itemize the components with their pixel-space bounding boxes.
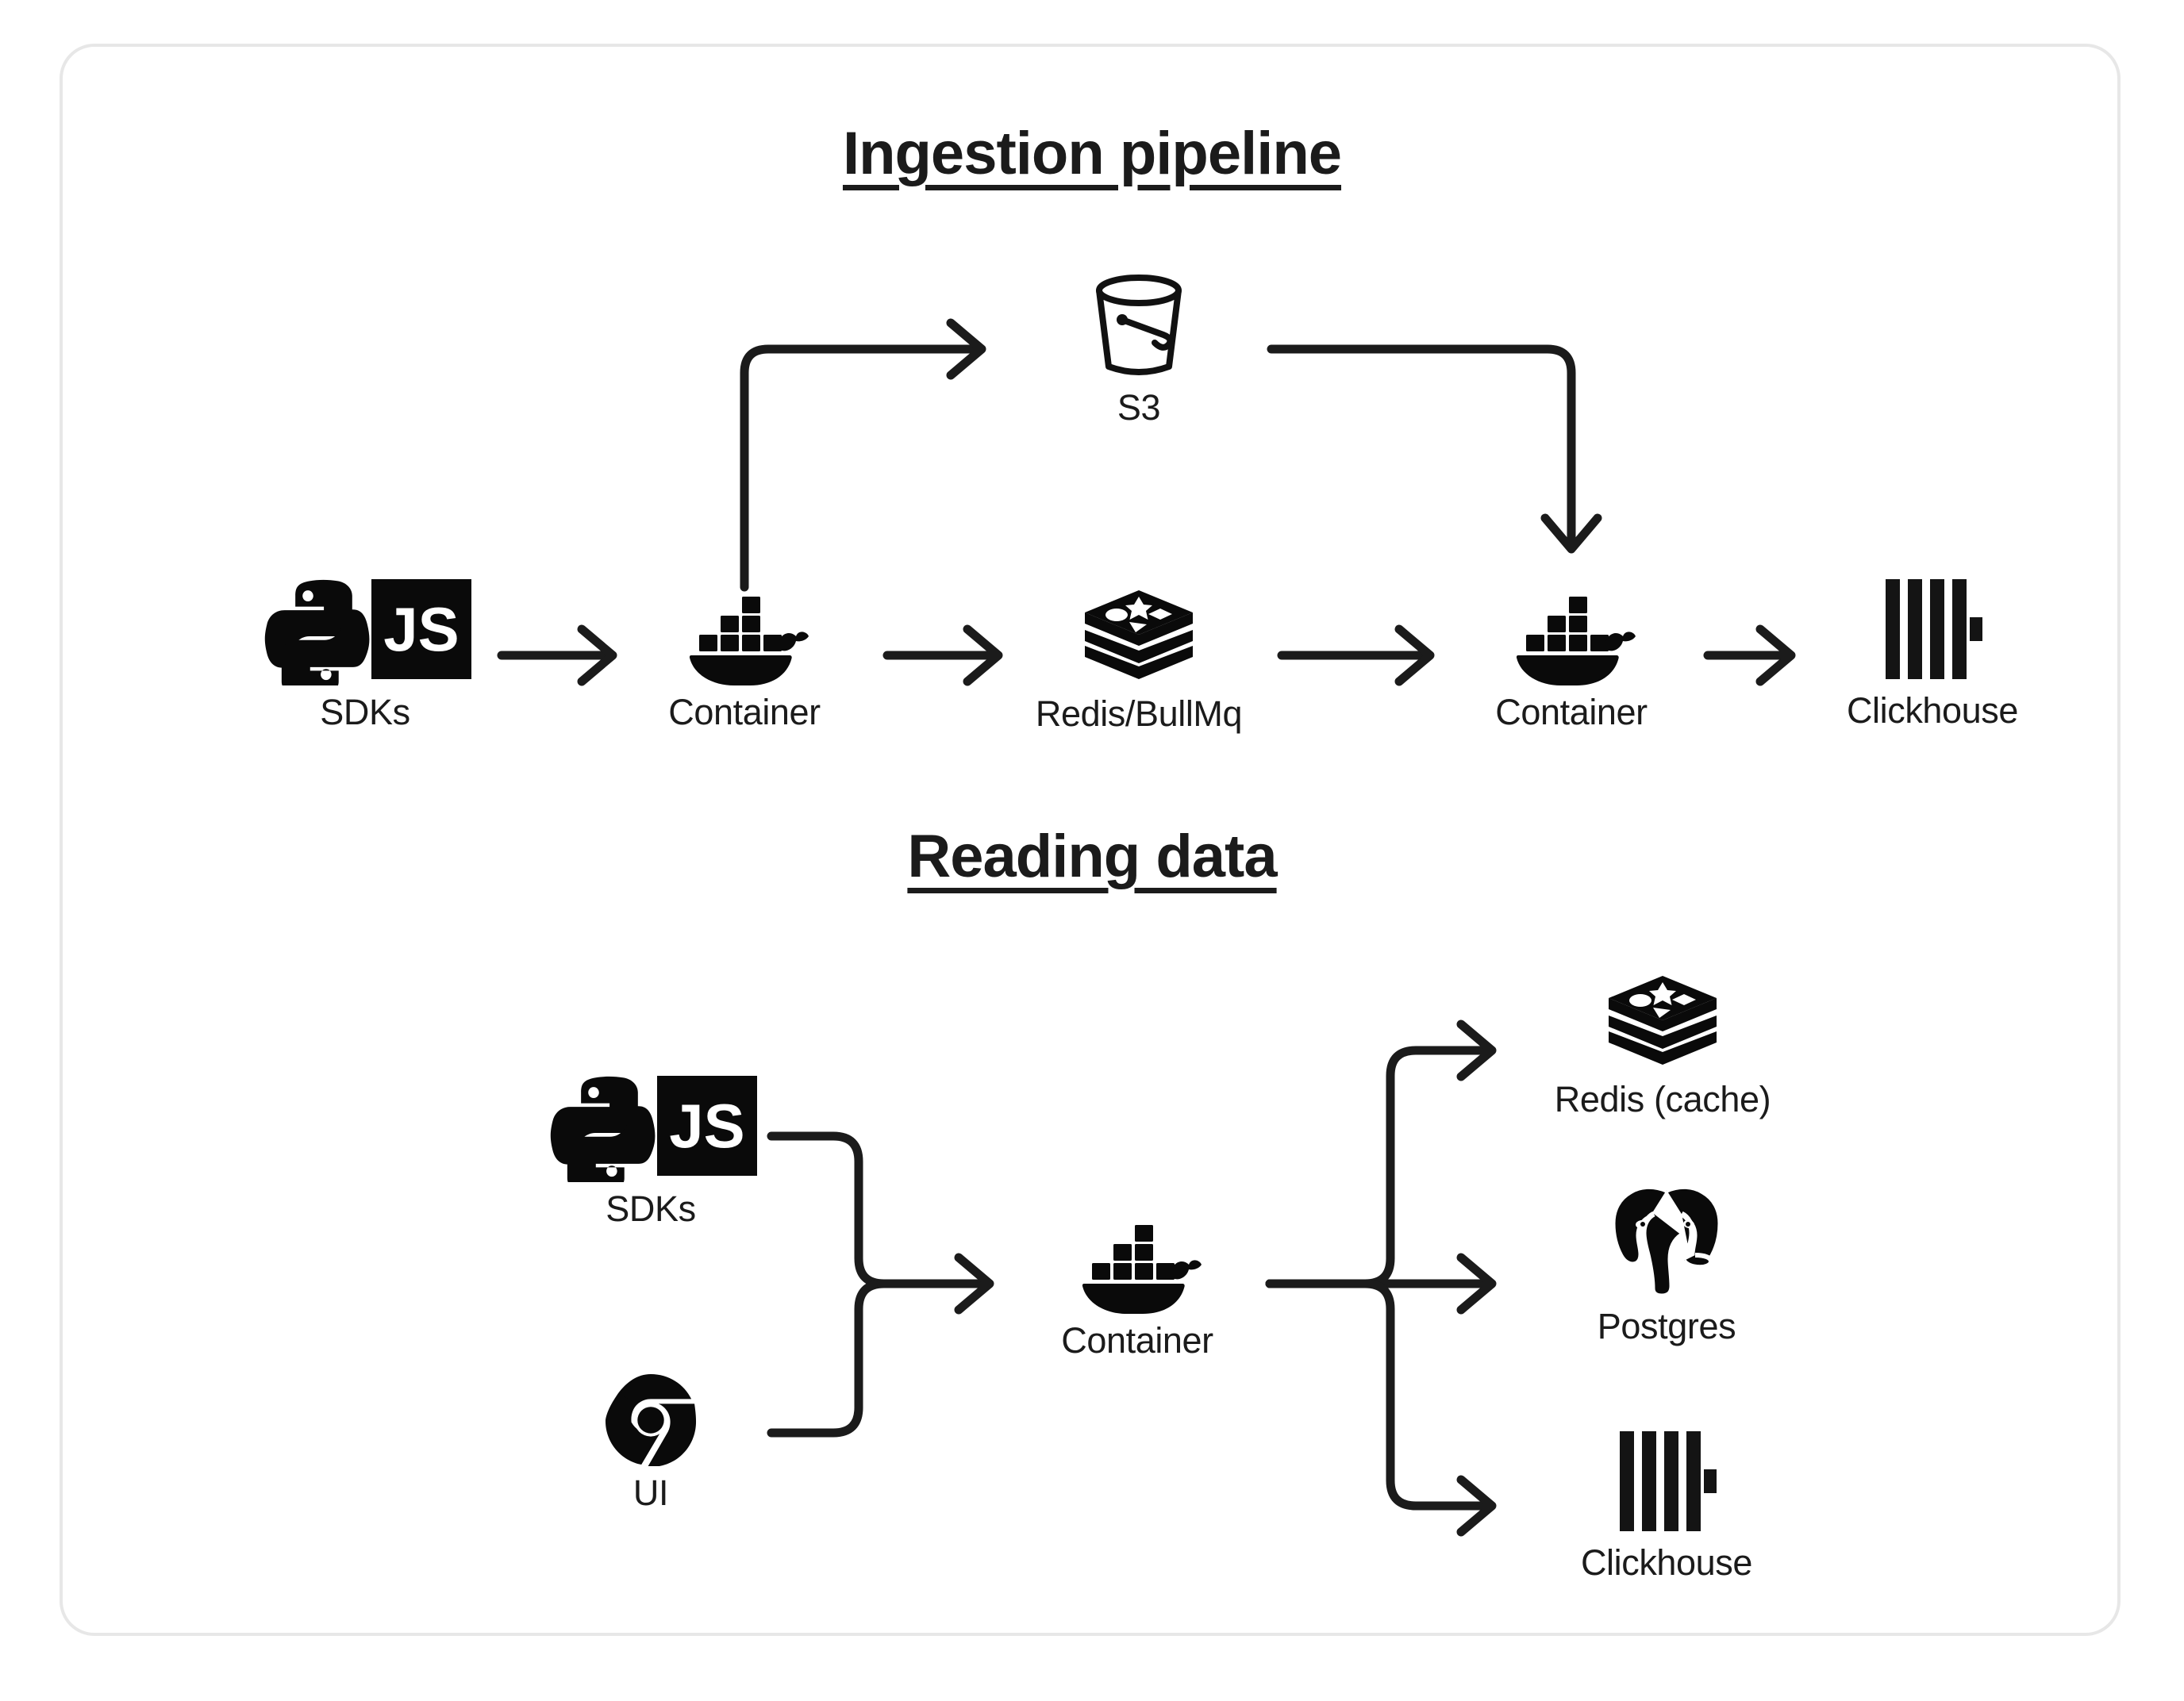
section-title-reading: Reading data: [907, 823, 1277, 890]
python-js-sdk-icon: JS: [259, 573, 471, 685]
node-sdks-reading[interactable]: JS SDKs: [516, 1069, 786, 1227]
section-title-ingestion: Ingestion pipeline: [842, 120, 1342, 187]
node-redis-cache[interactable]: Redis (cache): [1532, 970, 1794, 1118]
node-clickhouse-ingest[interactable]: Clickhouse: [1817, 576, 2048, 729]
js-badge-text: JS: [383, 594, 459, 664]
docker-whale-icon: [1504, 587, 1639, 685]
node-label: Postgres: [1597, 1306, 1736, 1346]
node-label: SDKs: [606, 1188, 696, 1229]
postgres-elephant-icon: [1606, 1182, 1727, 1300]
python-logo-icon: [259, 573, 371, 685]
s3-bucket-icon: [1088, 270, 1190, 381]
arrow-redis-to-container2: [1277, 624, 1435, 686]
redis-stack-icon: [1604, 970, 1721, 1073]
arrow-sdks-to-container1: [497, 624, 617, 686]
node-clickhouse-reading[interactable]: Clickhouse: [1551, 1428, 1782, 1581]
node-redis-bullmq[interactable]: Redis/BullMq: [1024, 584, 1254, 732]
diagram-card: [60, 44, 2121, 1636]
docker-whale-icon: [1070, 1215, 1205, 1314]
node-container-reading[interactable]: Container: [1028, 1215, 1247, 1359]
node-label: SDKs: [320, 692, 410, 732]
node-label: Redis (cache): [1554, 1079, 1771, 1119]
node-s3[interactable]: S3: [1040, 270, 1238, 426]
arrow-sdks-ui-merge-to-container: [767, 1131, 994, 1438]
node-label: Container: [668, 692, 821, 732]
node-label: Redis/BullMq: [1035, 693, 1243, 734]
js-badge-text: JS: [669, 1091, 745, 1161]
python-logo-icon: [544, 1069, 657, 1182]
node-label: Container: [1495, 692, 1648, 732]
clickhouse-bars-icon: [1615, 1428, 1718, 1536]
javascript-logo-icon: JS: [371, 579, 471, 679]
node-label: S3: [1117, 387, 1161, 428]
redis-stack-icon: [1080, 584, 1198, 687]
node-postgres[interactable]: Postgres: [1551, 1182, 1782, 1345]
node-label: Clickhouse: [1580, 1542, 1753, 1583]
python-js-sdk-icon: JS: [544, 1069, 757, 1182]
node-label: Clickhouse: [1846, 690, 2019, 731]
node-ui[interactable]: UI: [548, 1373, 754, 1511]
arrow-container1-to-s3: [740, 318, 986, 592]
arrow-s3-to-container2: [1267, 344, 1602, 554]
node-container-ingest-1[interactable]: Container: [635, 587, 854, 731]
chrome-browser-icon: [604, 1373, 698, 1466]
clickhouse-bars-icon: [1881, 576, 1984, 684]
node-label: UI: [633, 1473, 669, 1513]
javascript-logo-icon: JS: [657, 1076, 757, 1176]
node-sdks-ingestion[interactable]: JS SDKs: [230, 573, 500, 731]
node-container-ingest-2[interactable]: Container: [1462, 587, 1681, 731]
node-label: Container: [1061, 1320, 1213, 1361]
docker-whale-icon: [677, 587, 812, 685]
arrow-container1-to-redis: [882, 624, 1003, 686]
arrow-container-to-redis-cache: [1265, 1019, 1497, 1288]
arrow-container2-to-clickhouse: [1703, 624, 1796, 686]
arrow-container-to-clickhouse: [1265, 1279, 1497, 1537]
